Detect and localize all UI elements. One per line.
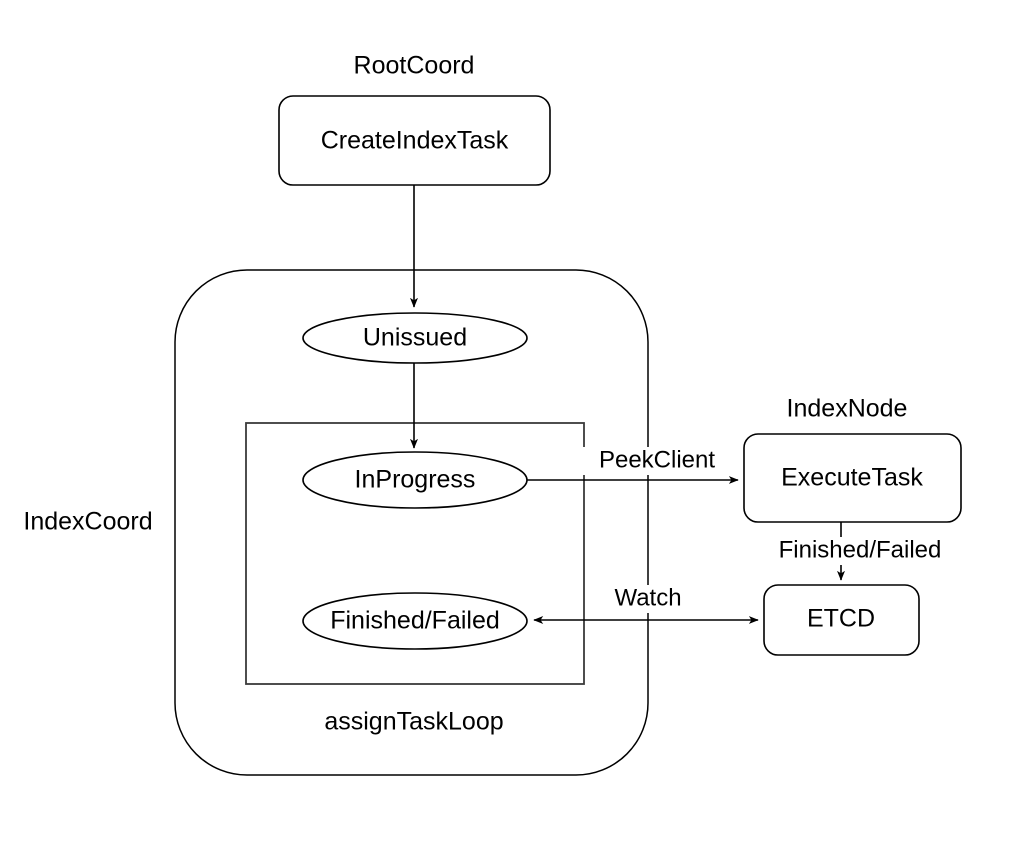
group-label-rootcoord: RootCoord [354,52,475,80]
node-create-index-task-label: CreateIndexTask [321,127,509,155]
edge-label-finished-failed: Finished/Failed [757,536,963,565]
group-label-assigntaskloop: assignTaskLoop [324,708,503,736]
group-label-indexcoord: IndexCoord [23,508,152,536]
node-inprogress[interactable]: InProgress [302,451,528,509]
node-etcd-shape [763,584,920,656]
edge-label-peekclient-bg [581,447,733,475]
edge-label-finished-failed-bg [757,537,963,565]
group-indexcoord-boundary [174,269,649,776]
node-execute-task[interactable]: ExecuteTask [743,433,962,523]
group-assigntaskloop-boundary [245,422,585,685]
edge-label-finished-failed-text: Finished/Failed [779,536,942,563]
edge-label-watch: Watch [604,584,694,613]
node-create-index-task-shape [278,95,551,186]
edge-label-peekclient: PeekClient [581,446,733,475]
node-finished-failed-label: Finished/Failed [330,607,500,635]
node-unissued-label: Unissued [363,324,467,352]
node-create-index-task[interactable]: CreateIndexTask [278,95,551,186]
node-execute-task-shape [743,433,962,523]
node-inprogress-shape [302,451,528,509]
node-finished-failed[interactable]: Finished/Failed [302,592,528,650]
node-inprogress-label: InProgress [355,466,476,494]
node-execute-task-label: ExecuteTask [781,464,923,492]
edge-label-peekclient-text: PeekClient [599,446,715,473]
node-etcd-label: ETCD [807,605,875,633]
edge-label-watch-bg [604,585,694,613]
node-etcd[interactable]: ETCD [763,584,920,656]
node-unissued[interactable]: Unissued [302,312,528,364]
node-unissued-shape [302,312,528,364]
node-finished-failed-shape [302,592,528,650]
edge-label-watch-text: Watch [614,584,681,611]
group-label-indexnode: IndexNode [787,395,908,423]
